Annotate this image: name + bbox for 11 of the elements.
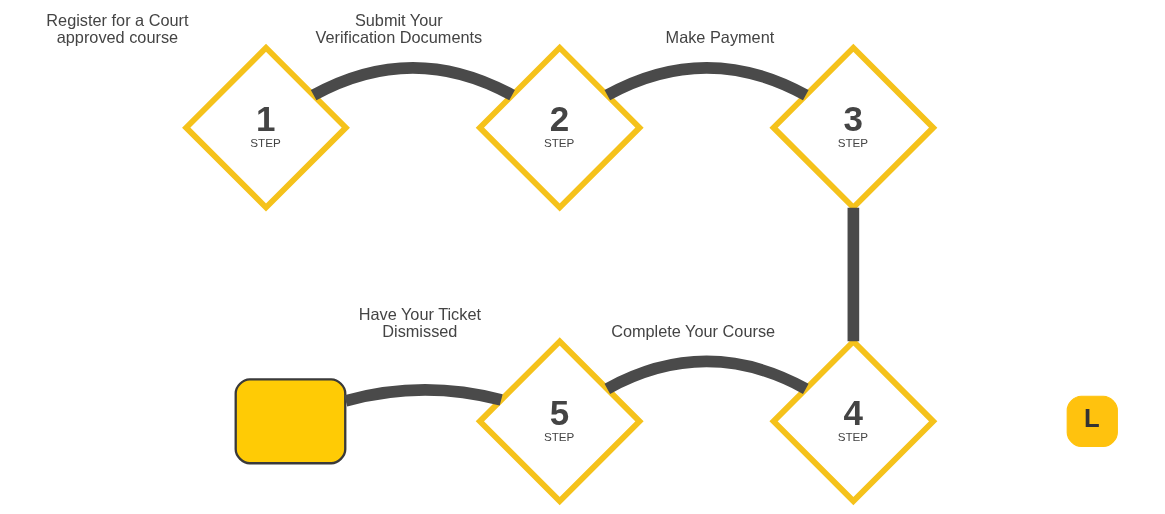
node-box [234, 378, 346, 465]
connector [604, 355, 808, 394]
connector [847, 207, 859, 342]
node-label: Make Payment [665, 28, 774, 47]
node-diamond: 1 STEP [181, 43, 350, 212]
node-diamond: 2 STEP [475, 43, 644, 212]
connector [310, 61, 515, 101]
node-diamond: 5 STEP [475, 337, 644, 506]
node-box: L [1066, 395, 1118, 447]
connector [604, 61, 808, 101]
connector [343, 384, 503, 407]
